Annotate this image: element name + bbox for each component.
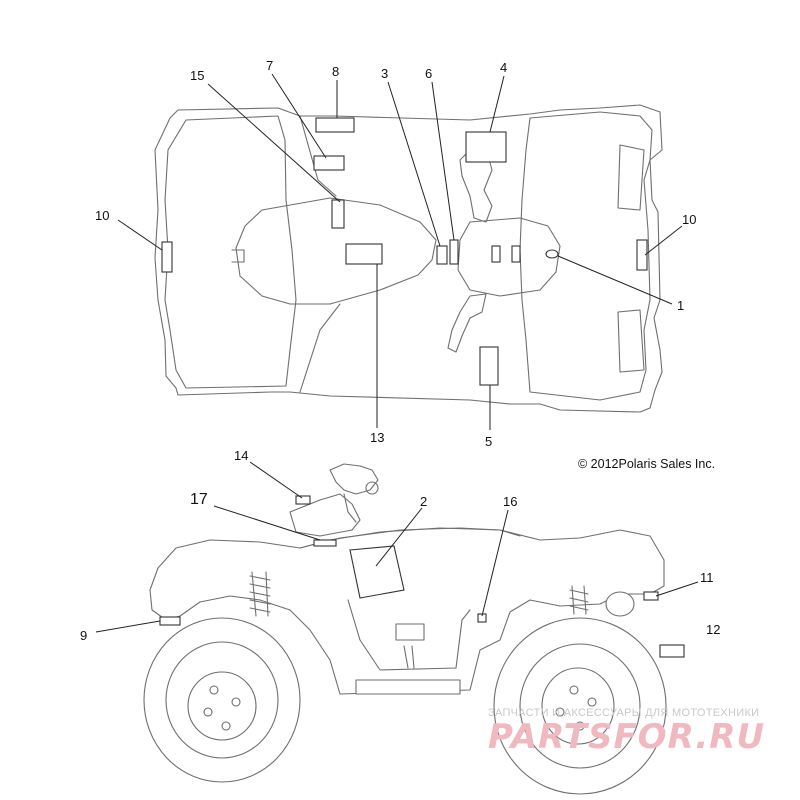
decal-13 xyxy=(345,243,383,265)
side-footrest xyxy=(355,679,461,695)
decal-9 xyxy=(159,616,181,626)
atv-side-view: 14 17 2 16 9 11 12 xyxy=(80,448,720,795)
callout-15: 15 xyxy=(190,68,204,83)
decal-3 xyxy=(436,245,448,265)
decal-11 xyxy=(643,591,659,601)
decal-5 xyxy=(479,346,499,386)
callout-6: 6 xyxy=(425,66,432,81)
leader-6 xyxy=(431,81,455,241)
side-handlebar-grip xyxy=(365,481,379,495)
callout-8: 8 xyxy=(332,64,339,79)
leader-9 xyxy=(95,620,161,633)
top-body-outline xyxy=(154,104,663,413)
callout-16: 16 xyxy=(503,494,517,509)
top-front-fender xyxy=(164,115,297,389)
callout-7: 7 xyxy=(266,58,273,73)
decal-10-left xyxy=(161,241,173,273)
callout-2: 2 xyxy=(420,494,427,509)
atv-top-view: 15 7 8 3 6 4 10 10 1 13 5 xyxy=(95,58,696,449)
watermark-brand: PARTSFOR.RU xyxy=(488,717,765,757)
decal-1 xyxy=(545,249,559,259)
callout-13: 13 xyxy=(370,430,384,445)
callout-12: 12 xyxy=(706,622,720,637)
top-console xyxy=(457,217,561,297)
side-handlebar xyxy=(329,463,379,495)
leader-15 xyxy=(207,83,341,203)
side-front-cowl xyxy=(289,493,361,537)
callout-10-left: 10 xyxy=(95,208,109,223)
side-rear-wheel xyxy=(493,617,667,795)
callout-10-right: 10 xyxy=(682,212,696,227)
top-rear-fender xyxy=(519,111,653,401)
top-handlebar-upper xyxy=(459,147,493,223)
copyright-text: © 2012Polaris Sales Inc. xyxy=(578,457,715,471)
decal-4 xyxy=(465,131,507,163)
console-slot-b xyxy=(511,245,521,263)
side-panel-box xyxy=(395,623,425,641)
watermark-tagline: ЗАПЧАСТИ И АКСЕССУАРЫ ДЛЯ МОТОТЕХНИКИ xyxy=(488,707,759,719)
callout-4: 4 xyxy=(500,60,507,75)
decal-12 xyxy=(659,644,685,658)
decal-15 xyxy=(331,199,345,229)
console-slot-a xyxy=(491,245,501,263)
watermark: ЗАПЧАСТИ И АКСЕССУАРЫ ДЛЯ МОТОТЕХНИКИ PA… xyxy=(488,707,765,757)
side-footrest-detail xyxy=(403,645,415,669)
leader-11 xyxy=(655,581,699,597)
side-front-spring xyxy=(249,571,271,617)
decal-6 xyxy=(449,239,459,265)
callout-17: 17 xyxy=(190,491,208,508)
decal-14 xyxy=(295,495,311,505)
callout-1: 1 xyxy=(677,298,684,313)
leader-14 xyxy=(249,461,303,499)
side-rear-spring xyxy=(569,585,589,615)
callout-9: 9 xyxy=(80,628,87,643)
callout-14: 14 xyxy=(234,448,248,463)
side-steering-stem xyxy=(343,493,357,523)
leader-10-right xyxy=(644,225,683,256)
callout-3: 3 xyxy=(381,66,388,81)
top-front-rack xyxy=(617,144,645,373)
leader-16 xyxy=(481,509,509,617)
callout-11: 11 xyxy=(700,570,714,585)
decal-17 xyxy=(313,539,337,547)
leader-17 xyxy=(213,505,321,541)
decal-2 xyxy=(349,545,405,599)
side-taillight xyxy=(605,591,635,617)
leader-2 xyxy=(375,507,423,567)
leader-1 xyxy=(557,255,673,305)
leader-10-left xyxy=(117,219,163,251)
decal-8 xyxy=(315,117,355,133)
top-seat xyxy=(235,197,437,305)
top-footwell xyxy=(299,115,341,393)
leader-3 xyxy=(387,81,441,247)
side-front-wheel xyxy=(143,617,301,783)
top-seat-trim xyxy=(231,249,245,263)
decal-10-right xyxy=(636,239,648,271)
side-lower-panel xyxy=(347,599,471,671)
leader-4 xyxy=(489,75,505,133)
decal-7 xyxy=(313,155,345,171)
leader-7 xyxy=(271,73,327,159)
callout-5: 5 xyxy=(485,434,492,449)
top-handlebar-lower xyxy=(447,293,487,353)
